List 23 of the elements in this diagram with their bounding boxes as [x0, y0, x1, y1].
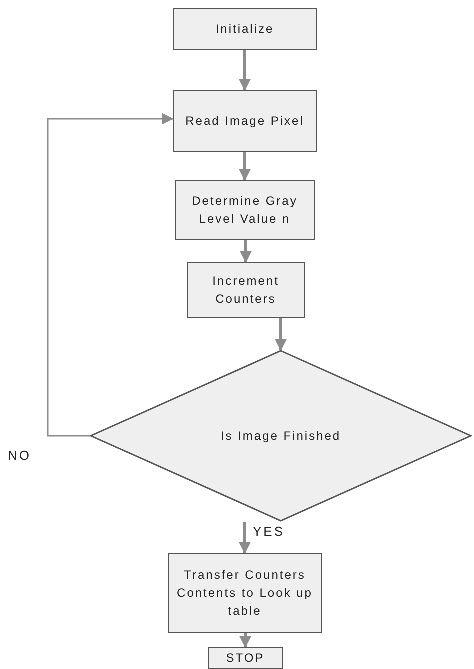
arrow: [47, 113, 174, 437]
node-text: Transfer Counters Contents to Look up table: [176, 567, 314, 620]
arrow: [239, 50, 251, 92]
node-text: Determine Gray Level Value n: [191, 193, 299, 228]
node-text: Read Image Pixel: [186, 113, 304, 130]
process-box: [173, 8, 317, 50]
arrow: [240, 240, 252, 264]
node-text: Increment Counters: [212, 273, 280, 308]
arrow: [239, 152, 251, 182]
node-text: Initialize: [216, 21, 274, 38]
arrow: [275, 318, 287, 352]
arrow: [240, 633, 252, 648]
decision-diamond: [90, 350, 472, 522]
process-box: [168, 553, 322, 633]
node-text: STOP: [226, 650, 265, 667]
process-box: [175, 180, 315, 240]
process-box: [173, 90, 317, 152]
edge-label: YES: [253, 524, 286, 539]
edge-label: NO: [8, 448, 32, 463]
arrow: [239, 522, 251, 554]
process-box: [187, 262, 305, 318]
node-text: Is Image Finished: [220, 428, 342, 445]
process-box: [208, 647, 283, 669]
